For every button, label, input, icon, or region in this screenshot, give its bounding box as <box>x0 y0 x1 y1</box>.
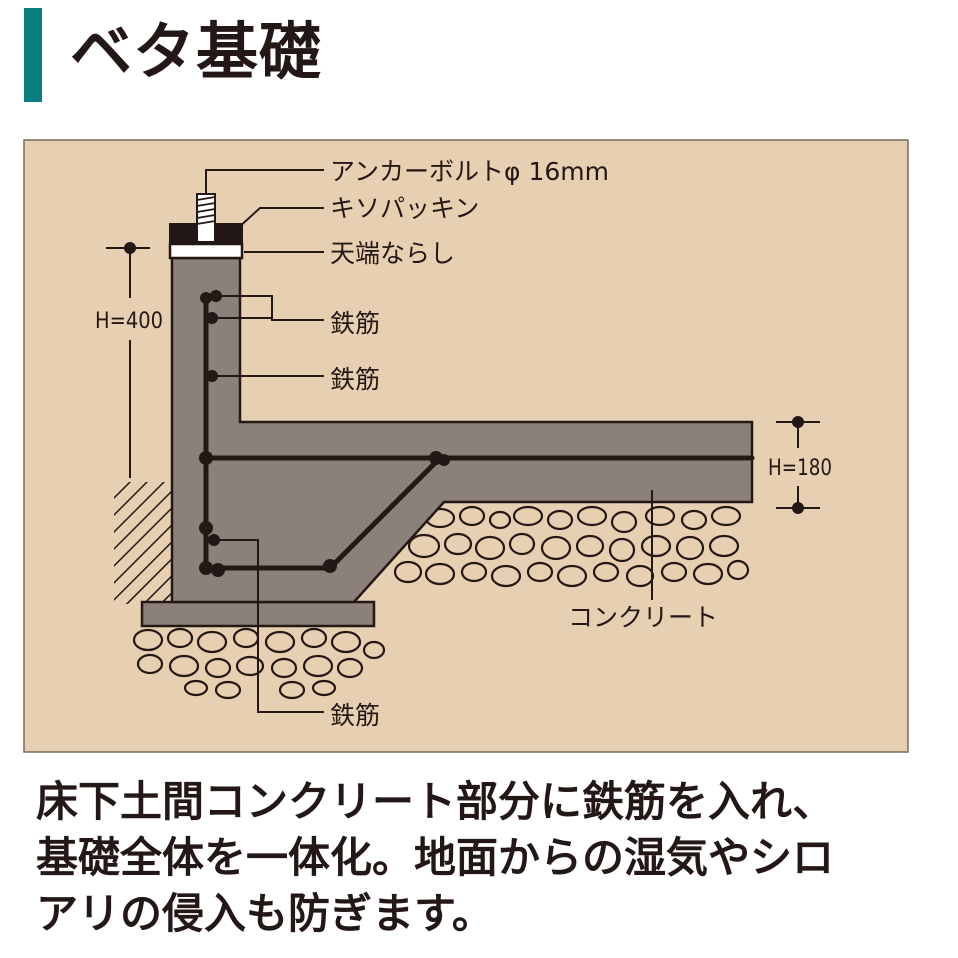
title-accent-bar <box>24 8 42 102</box>
label-anchor-bolt: アンカーボルトφ 16mm <box>330 157 609 186</box>
label-rebar-1: 鉄筋 <box>330 309 380 338</box>
caption: 床下土間コンクリート部分に鉄筋を入れ、 基礎全体を一体化。地面からの湿気やシロ … <box>36 774 936 942</box>
caption-line-2: 基礎全体を一体化。地面からの湿気やシロ <box>36 833 835 882</box>
label-concrete: コンクリート <box>568 603 718 632</box>
caption-line-1: 床下土間コンクリート部分に鉄筋を入れ、 <box>36 777 835 826</box>
label-packing: キソパッキン <box>330 194 479 223</box>
earth-hatch <box>114 482 172 604</box>
concrete-body <box>170 256 754 604</box>
label-rebar-2: 鉄筋 <box>330 365 380 394</box>
leader-lines <box>205 169 653 713</box>
label-rebar-3: 鉄筋 <box>330 701 380 730</box>
label-h180: H=180 <box>768 456 832 481</box>
caption-line-3: アリの侵入も防ぎます。 <box>36 889 494 938</box>
gravel-bed <box>132 505 750 700</box>
page-title: ベタ基礎 <box>70 15 323 88</box>
label-h400: H=400 <box>95 309 163 334</box>
leveling-layer <box>168 242 244 260</box>
label-leveling: 天端ならし <box>330 239 455 268</box>
anchor-bolt-thread <box>196 196 216 225</box>
dimension-h400 <box>106 242 150 478</box>
rebar-dots <box>199 290 450 577</box>
dimension-h180 <box>776 416 820 514</box>
